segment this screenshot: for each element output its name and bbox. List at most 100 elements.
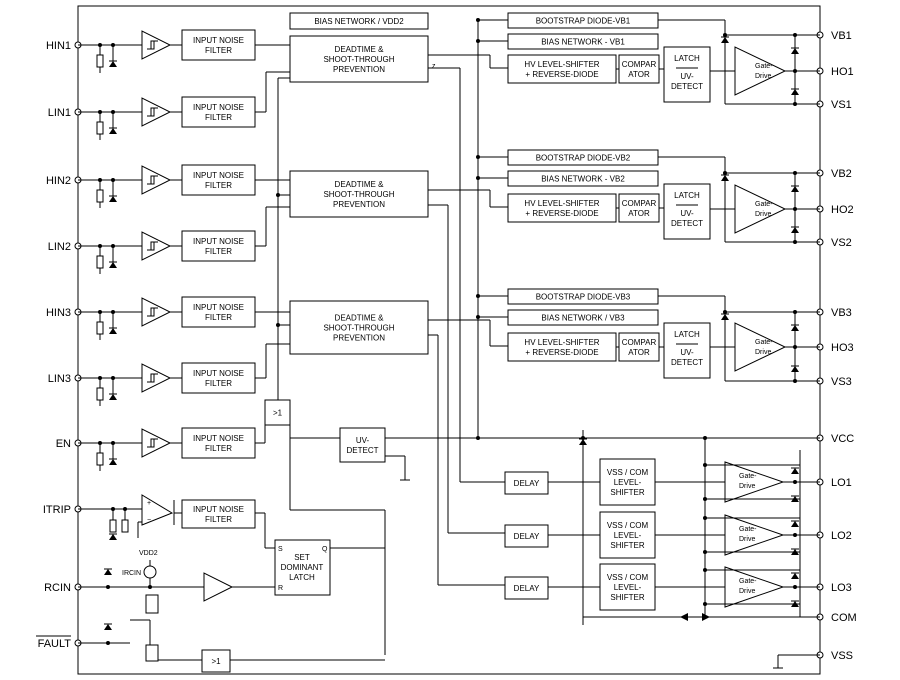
- junction-dot: [793, 207, 797, 211]
- vss-com-level-shifter-label: SHIFTER: [610, 488, 644, 497]
- hysteresis-icon: [147, 438, 158, 448]
- junction-dot: [793, 480, 797, 484]
- junction-dot: [793, 379, 797, 383]
- deadtime-block-label: PREVENTION: [333, 200, 385, 209]
- latch-label: LATCH: [674, 54, 700, 63]
- junction-dot: [111, 43, 115, 47]
- input-noise-filter: [181, 427, 256, 459]
- vss-com-level-shifter: [599, 458, 656, 506]
- hv-level-shifter-label: HV LEVEL-SHIFTER: [524, 199, 599, 208]
- junction-dot: [703, 436, 707, 440]
- deadtime-block-label: PREVENTION: [333, 65, 385, 74]
- bias-network-vb-label: BIAS NETWORK - VB2: [541, 175, 625, 184]
- input-noise-filter: [181, 230, 256, 262]
- low-gate-drive: [724, 566, 785, 608]
- deadtime-block-label: SHOOT-THROUGH: [323, 324, 394, 333]
- gate-drive-label: Drive: [739, 536, 755, 543]
- input-noise-filter: [181, 96, 256, 128]
- diode-icon: [791, 366, 799, 372]
- or-gate-en: [264, 399, 291, 426]
- wiring: [130, 19, 820, 669]
- junction-dot: [793, 310, 797, 314]
- junction-dot: [111, 376, 115, 380]
- delay-block: [504, 576, 549, 600]
- hv-level-shifter-label: HV LEVEL-SHIFTER: [524, 60, 599, 69]
- deadtime-block-label: DEADTIME &: [335, 314, 385, 323]
- diode-icon: [791, 573, 799, 579]
- itrip-comparator: [141, 494, 174, 526]
- schmitt-buffer: [141, 428, 172, 458]
- junction-dot: [703, 516, 707, 520]
- pin-label-lin3: LIN3: [48, 373, 71, 385]
- diode-icon: [791, 227, 799, 233]
- input-noise-filter-label: FILTER: [205, 247, 232, 256]
- minus-sign: −: [147, 517, 151, 524]
- junction-dot: [703, 497, 707, 501]
- pin-label-lo2: LO2: [831, 530, 852, 542]
- or-gate-en-label: >1: [273, 409, 283, 418]
- diode-icon: [109, 459, 117, 465]
- low-gate-drive: [724, 461, 785, 503]
- diode-icon: [109, 128, 117, 134]
- resistor: [96, 121, 104, 135]
- deadtime-block-label: PREVENTION: [333, 334, 385, 343]
- bias-network-vdd2: [289, 12, 429, 30]
- pin-label-vss: VSS: [831, 650, 853, 662]
- diode-icon: [791, 549, 799, 555]
- junction-dot: [111, 178, 115, 182]
- gate-drive-label: Drive: [739, 483, 755, 490]
- resistor: [96, 452, 104, 466]
- uv-label: DETECT: [671, 219, 703, 228]
- input-noise-filter-label: FILTER: [205, 181, 232, 190]
- latch-uv-box: [663, 46, 711, 103]
- input-noise-filter-label: INPUT NOISE: [193, 369, 244, 378]
- bootstrap-diode-block-label: BOOTSTRAP DIODE-VB3: [536, 293, 631, 302]
- pin-label-vs1: VS1: [831, 99, 852, 111]
- resistor: [96, 387, 104, 401]
- junction-dot: [111, 110, 115, 114]
- junction-dot: [793, 533, 797, 537]
- junction-dot: [793, 345, 797, 349]
- resistor: [96, 255, 104, 269]
- resistor: [96, 321, 104, 335]
- diode-icon: [579, 439, 587, 445]
- junction-dot: [793, 240, 797, 244]
- rcin-buffer: [203, 572, 234, 602]
- junction-dot: [476, 436, 480, 440]
- gate-drive-label: Gate-: [755, 339, 773, 346]
- comparator-block-label: ATOR: [628, 209, 650, 218]
- diode-icon: [702, 613, 710, 621]
- junction-dot: [106, 641, 110, 645]
- uv-label: DETECT: [671, 82, 703, 91]
- input-noise-filter-label: FILTER: [205, 313, 232, 322]
- mosfet-icon: [145, 644, 159, 662]
- delay-block: [504, 471, 549, 495]
- gate-drive-label: Gate-: [739, 473, 757, 480]
- diode-icon: [680, 613, 688, 621]
- pin-label-ho1: HO1: [831, 66, 854, 78]
- hv-level-shifter-label: + REVERSE-DIODE: [525, 348, 598, 357]
- mosfet-icon: [145, 594, 159, 614]
- uv-label: UV-: [680, 348, 694, 357]
- diode-icon: [721, 37, 729, 43]
- delay-block: [504, 524, 549, 548]
- resistor: [109, 519, 117, 533]
- pin-label-com: COM: [831, 612, 857, 624]
- gate-drive-label: Drive: [755, 211, 771, 218]
- junction-dot: [703, 568, 707, 572]
- junction-dot: [703, 602, 707, 606]
- input-noise-filter: [181, 164, 256, 196]
- deadtime-block-label: DEADTIME &: [335, 45, 385, 54]
- pin-label-ho2: HO2: [831, 204, 854, 216]
- vss-com-level-shifter-label: SHIFTER: [610, 593, 644, 602]
- junction-dot: [111, 441, 115, 445]
- junction-dot: [723, 171, 727, 175]
- deadtime-block-label: SHOOT-THROUGH: [323, 55, 394, 64]
- hysteresis-icon: [147, 241, 158, 251]
- latch-label: DOMINANT: [281, 563, 324, 572]
- uv-detect-main-label: DETECT: [347, 446, 379, 455]
- junction-dot: [476, 155, 480, 159]
- pin-label-hin3: HIN3: [46, 307, 71, 319]
- junction-dot: [476, 176, 480, 180]
